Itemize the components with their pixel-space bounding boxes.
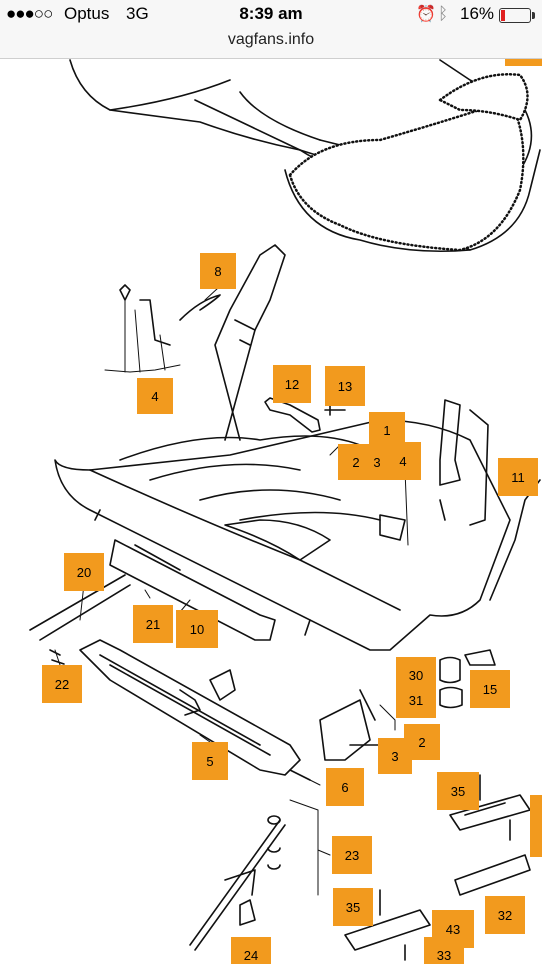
callout-35b (333, 888, 373, 926)
parts-30-31-15-drawing (319, 649, 496, 761)
seat-frame-drawing (54, 244, 541, 651)
callout-35a-label: 35 (451, 784, 465, 799)
callout-partial-right (530, 795, 542, 857)
callout-10 (176, 610, 218, 648)
callout-23-label: 23 (345, 848, 359, 863)
callout-32-label: 32 (498, 908, 512, 923)
callout-partial-top (505, 59, 542, 66)
callout-11 (498, 458, 538, 496)
callout-31-label: 31 (409, 693, 423, 708)
address-bar-url[interactable]: vagfans.info (227, 31, 315, 48)
callout-4b-label: 4 (399, 454, 406, 469)
callout-5 (192, 742, 228, 780)
clock-time: 8:39 am (239, 4, 303, 23)
battery-percent: 16% (460, 4, 495, 23)
callout-1-label: 1 (383, 423, 390, 438)
callout-23 (332, 836, 372, 874)
callout-35b-label: 35 (346, 900, 360, 915)
callout-13 (325, 366, 365, 406)
callout-15-label: 15 (483, 682, 497, 697)
callout-2b (404, 724, 440, 760)
callout-33-label: 33 (437, 948, 451, 963)
callout-6 (326, 768, 364, 806)
callout-15 (470, 670, 510, 708)
callout-6-label: 6 (341, 780, 348, 795)
callout-35a (437, 772, 479, 810)
callout-8 (200, 253, 236, 289)
parts-23-24-32-35-43-33-drawing (189, 774, 531, 961)
callout-labels: 8 4 12 13 1 2 3 4 11 20 21 10 22 30 31 1… (42, 59, 542, 964)
callout-4a (137, 378, 173, 414)
carrier-name: Optus (64, 4, 110, 23)
callout-2a-label: 2 (352, 455, 359, 470)
alarm-clock-icon: ⏰ (416, 6, 436, 23)
callout-2b-label: 2 (418, 735, 425, 750)
callout-5-label: 5 (206, 754, 213, 769)
callout-21 (133, 605, 173, 643)
part-10-drawing (109, 539, 276, 641)
callout-24-label: 24 (244, 948, 258, 963)
callout-3a-label: 3 (373, 455, 380, 470)
callout-8-label: 8 (214, 264, 221, 279)
seat-cushion-foam-texture (288, 73, 529, 252)
bluetooth-icon: ᛒ (438, 4, 449, 23)
callout-20-label: 20 (77, 565, 91, 580)
battery-icon (499, 8, 535, 23)
callout-43-label: 43 (446, 922, 460, 937)
signal-strength: ●●●○○ (6, 4, 53, 23)
callout-4b (385, 442, 421, 480)
callout-3a (368, 446, 386, 480)
part-11-drawing (439, 399, 489, 526)
callout-33 (424, 937, 464, 964)
exploded-parts-diagram: 8 4 12 13 1 2 3 4 11 20 21 10 22 30 31 1… (29, 59, 542, 964)
callout-31 (396, 682, 436, 718)
callout-4a-label: 4 (151, 389, 158, 404)
callout-32 (485, 896, 525, 934)
callout-12-label: 12 (285, 377, 299, 392)
callout-22-label: 22 (55, 677, 69, 692)
callout-22 (42, 665, 82, 703)
callout-30-label: 30 (409, 668, 423, 683)
callout-20 (64, 553, 104, 591)
callout-12 (273, 365, 311, 403)
callout-21-label: 21 (146, 617, 160, 632)
callout-11-label: 11 (511, 470, 525, 485)
callout-3b-label: 3 (391, 749, 398, 764)
callout-10-label: 10 (190, 622, 204, 637)
callout-13-label: 13 (338, 379, 352, 394)
network-type: 3G (126, 4, 149, 23)
status-bar: ●●●○○ Optus 3G 8:39 am ⏰ ᛒ 16% vagfans.i… (0, 0, 542, 59)
callout-24 (231, 937, 271, 964)
